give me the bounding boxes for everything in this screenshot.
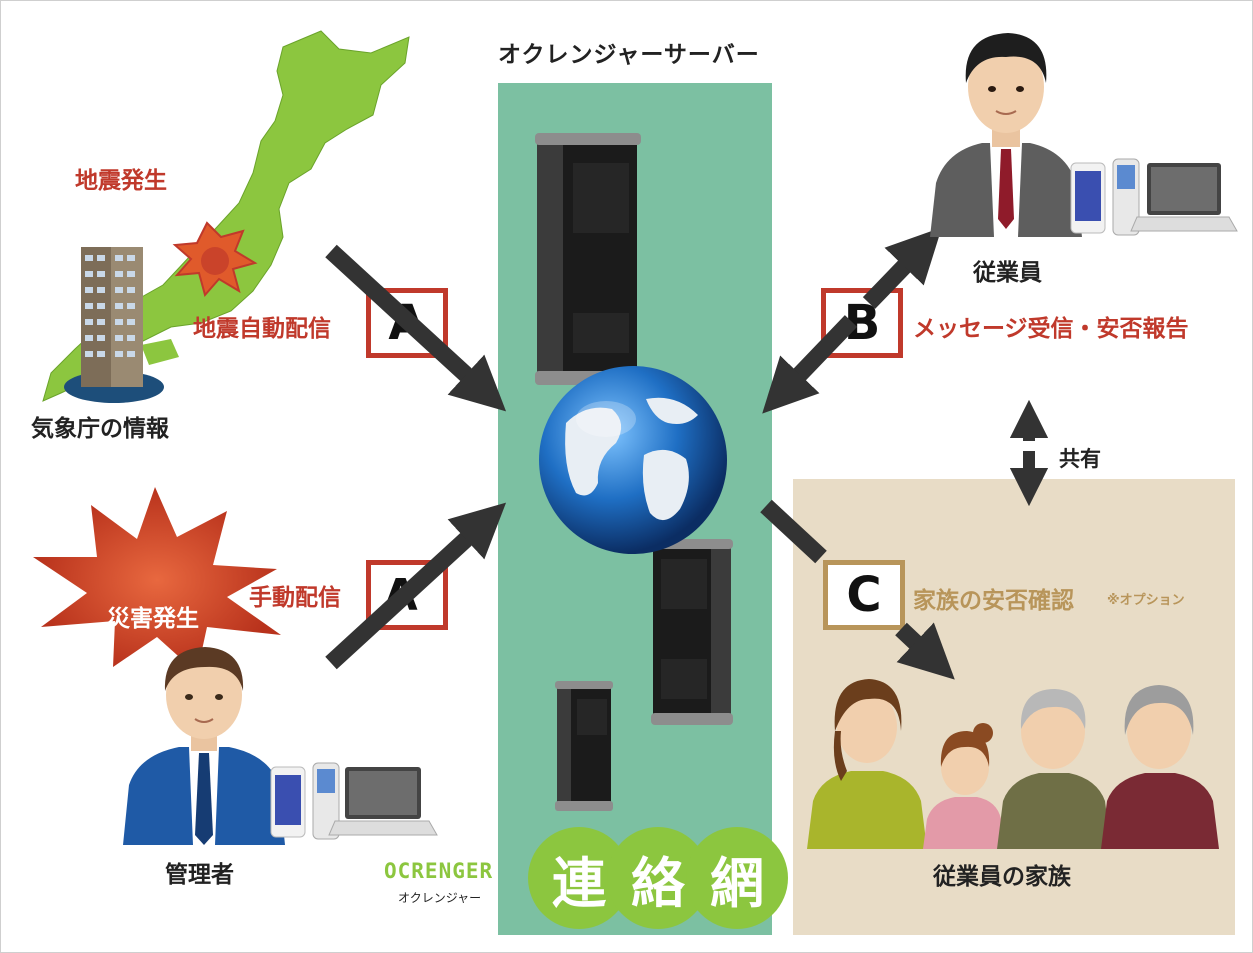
employee-person-icon (930, 33, 1082, 237)
brand-char-2: 絡 (631, 851, 685, 915)
arrow-c-start (760, 499, 827, 564)
earthquake-label: 地震発生 (75, 168, 167, 194)
family-members-icon (807, 679, 1219, 849)
route-c-box: C (823, 560, 905, 630)
manual-delivery-label: 手動配信 (249, 585, 341, 611)
admin-label: 管理者 (165, 862, 234, 888)
building-icon (64, 247, 164, 403)
admin-devices-icon (270, 762, 438, 840)
server-title: オクレンジャーサーバー (498, 42, 760, 68)
brand-char-3: 網 (710, 851, 764, 915)
jma-label: 気象庁の情報 (31, 416, 169, 442)
brand-char-1: 連 (552, 851, 606, 915)
message-label: メッセージ受信・安否報告 (913, 316, 1189, 342)
share-label: 共有 (1059, 447, 1101, 471)
disaster-burst-icon (33, 487, 281, 673)
brand-name-en: OCRENGER (384, 859, 494, 883)
arrow-a-prime (325, 502, 507, 670)
auto-delivery-label: 地震自動配信 (193, 316, 331, 342)
server-tower-small (555, 681, 613, 811)
server-tower-top (535, 133, 641, 385)
family-check-label: 家族の安否確認 (913, 588, 1074, 614)
disaster-label: 災害発生 (107, 606, 199, 632)
option-note: ※オプション (1107, 593, 1185, 608)
admin-person-icon (123, 647, 285, 845)
family-label: 従業員の家族 (933, 864, 1071, 890)
brand-char-bubble-3: 網 (686, 827, 788, 929)
arrow-b-out (862, 227, 942, 309)
brand-name-ja: オクレンジャー (398, 891, 482, 905)
employee-label: 従業員 (973, 260, 1042, 286)
arrow-a (325, 244, 507, 412)
arrow-b-in (762, 315, 858, 414)
globe-icon (539, 366, 727, 554)
arrow-c-end (895, 622, 955, 680)
server-tower-right (651, 539, 733, 725)
employee-devices-icon (1070, 158, 1238, 236)
